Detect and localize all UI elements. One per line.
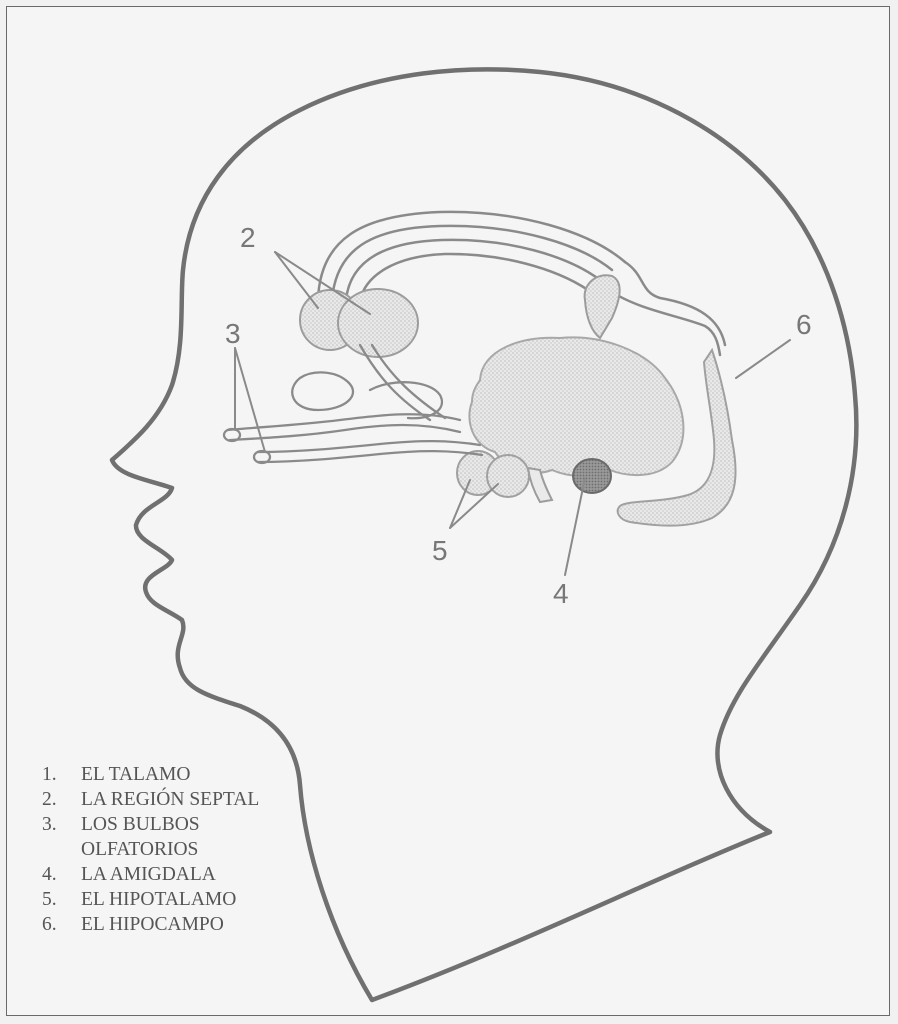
legend-label: LA REGIÓN SEPTAL (81, 787, 381, 812)
legend-item: 1. EL TALAMO (42, 762, 381, 787)
legend-label: EL HIPOTALAMO (81, 887, 381, 912)
legend-item: 4. LA AMIGDALA (42, 862, 381, 887)
legend-number: 2. (42, 787, 81, 812)
legend-number: 6. (42, 912, 81, 937)
legend-label: LOS BULBOS OLFATORIOS (81, 812, 231, 862)
amygdala (573, 459, 611, 493)
callout-2: 2 (240, 222, 256, 253)
legend-label: LA AMIGDALA (81, 862, 381, 887)
legend-item: 5. EL HIPOTALAMO (42, 887, 381, 912)
legend-number: 5. (42, 887, 81, 912)
thalamus-connector (585, 275, 620, 338)
hypothalamus (457, 451, 529, 497)
legend-item: 2. LA REGIÓN SEPTAL (42, 787, 381, 812)
hypothalamic-stalk (528, 468, 552, 502)
legend-label: EL HIPOCAMPO (81, 912, 381, 937)
callout-6: 6 (796, 309, 812, 340)
legend-number: 4. (42, 862, 81, 887)
legend-number: 3. (42, 812, 81, 862)
callout-3: 3 (225, 318, 241, 349)
legend-item: 6. EL HIPOCAMPO (42, 912, 381, 937)
legend: 1. EL TALAMO 2. LA REGIÓN SEPTAL 3. LOS … (42, 762, 381, 937)
legend-number: 1. (42, 762, 81, 787)
legend-label: EL TALAMO (81, 762, 381, 787)
septal-region (300, 289, 418, 357)
callout-5: 5 (432, 535, 448, 566)
legend-item: 3. LOS BULBOS OLFATORIOS (42, 812, 381, 862)
callout-4: 4 (553, 578, 569, 609)
